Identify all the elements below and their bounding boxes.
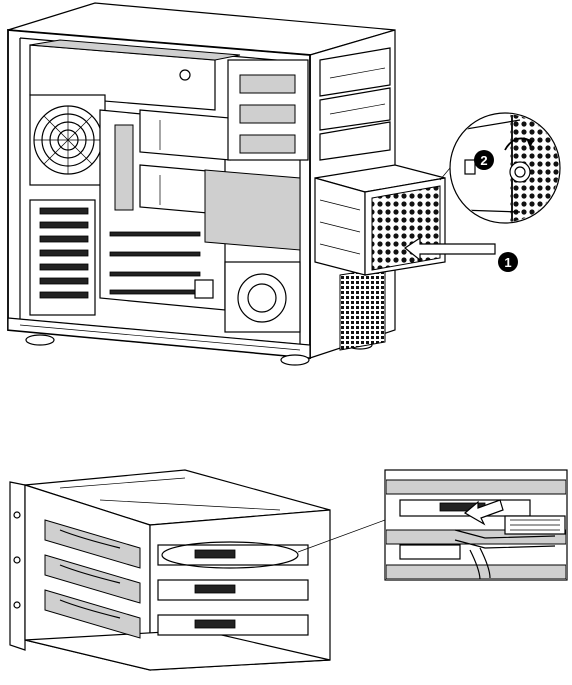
zoom-inset — [440, 110, 572, 230]
detail-inset — [385, 470, 567, 580]
cage-front-bracket — [10, 482, 25, 650]
callout-1-label: 1 — [504, 255, 511, 270]
callout-2-label: 2 — [480, 153, 487, 168]
front-vent — [340, 268, 385, 350]
callout-1: 1 — [498, 252, 518, 272]
foot-mid — [281, 355, 309, 365]
upper-drive-bays — [228, 60, 308, 160]
hot-swap-cage — [315, 165, 445, 275]
backplane-connectors — [158, 542, 308, 635]
callout-2: 2 — [474, 150, 494, 170]
insert-arrow — [405, 238, 495, 260]
rear-fan — [30, 95, 105, 185]
foot-left — [26, 335, 54, 345]
expansion-slots — [30, 200, 95, 315]
chassis-figure: 1 2 — [8, 3, 572, 365]
drive-cage-figure — [10, 470, 567, 670]
front-bays — [320, 48, 390, 160]
lower-fan — [225, 262, 300, 332]
